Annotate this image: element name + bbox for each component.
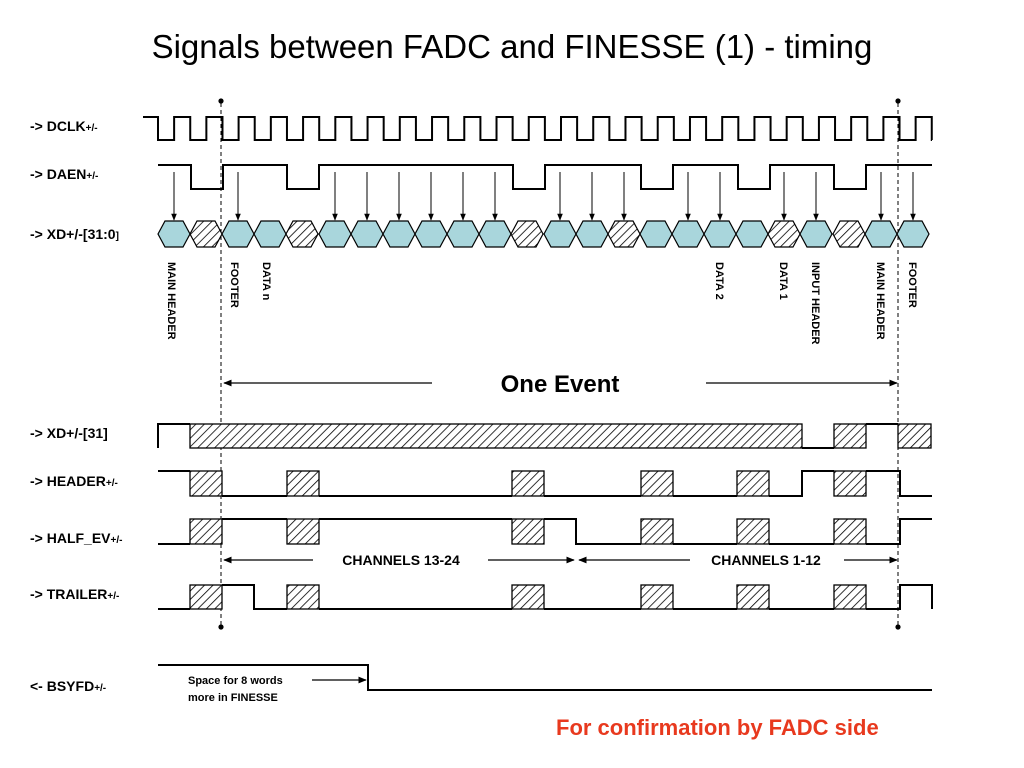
half-ev-pulse xyxy=(640,518,674,545)
header-pulse xyxy=(736,470,770,497)
daen-trace xyxy=(158,164,932,190)
channels-13-24-label: CHANNELS 13-24 xyxy=(342,552,460,568)
trailer-pulse xyxy=(640,584,674,610)
header-trace xyxy=(769,470,834,497)
xd-word xyxy=(221,220,255,248)
header-pulse xyxy=(511,470,545,497)
trailer-pulse xyxy=(511,584,545,610)
half-ev-pulse xyxy=(736,518,770,545)
xd31-data-block xyxy=(189,423,803,449)
word-label-main-header: MAIN HEADER xyxy=(165,262,177,340)
xd-word xyxy=(671,220,705,248)
signal-label-half-ev: -> HALF_EV+/- xyxy=(30,530,123,546)
word-label-footer-2: FOOTER xyxy=(906,262,918,308)
xd-word-invalid xyxy=(285,220,319,248)
half-ev-trace xyxy=(866,518,932,545)
xd-word xyxy=(157,220,191,248)
trailer-pulse xyxy=(286,584,320,610)
xd-word xyxy=(799,220,833,248)
signal-label-dclk: -> DCLK+/- xyxy=(30,118,98,134)
event-boundary-dot xyxy=(895,624,901,630)
half-ev-trace xyxy=(544,518,641,545)
xd-word xyxy=(382,220,416,248)
xd-bus-waveform xyxy=(157,220,930,248)
signal-label-bsyfd: <- BSYFD+/- xyxy=(30,678,107,694)
sample-arrows xyxy=(171,172,916,221)
trailer-trace xyxy=(222,584,287,610)
page-title: Signals between FADC and FINESSE (1) - t… xyxy=(151,28,873,65)
xd-word-invalid xyxy=(189,220,223,248)
half-ev-waveform xyxy=(158,518,932,545)
word-label-input-header: INPUT HEADER xyxy=(809,262,821,345)
trailer-pulse xyxy=(189,584,223,610)
event-boundary-dot xyxy=(895,98,901,104)
xd31-trace xyxy=(157,423,190,448)
channels-1-12-label: CHANNELS 1-12 xyxy=(711,552,821,568)
word-label-main-header-2: MAIN HEADER xyxy=(874,262,886,340)
word-label-data-1: DATA 1 xyxy=(777,262,789,300)
xd-word-invalid xyxy=(510,220,544,248)
signal-label-header: -> HEADER+/- xyxy=(30,473,118,489)
xd31-data-block xyxy=(833,423,867,449)
half-ev-pulse xyxy=(833,518,867,545)
word-label-data-2: DATA 2 xyxy=(713,262,725,300)
word-label-footer: FOOTER xyxy=(228,262,240,308)
xd-word xyxy=(478,220,512,248)
signal-label-daen: -> DAEN+/- xyxy=(30,166,99,182)
header-waveform xyxy=(158,470,932,497)
xd-word xyxy=(896,220,930,248)
dclk-waveform xyxy=(143,116,933,141)
confirmation-note: For confirmation by FADC side xyxy=(556,715,879,740)
xd31-data-block xyxy=(897,423,932,449)
xd-word xyxy=(318,220,352,248)
xd-word xyxy=(253,220,287,248)
xd-word xyxy=(543,220,577,248)
xd-word xyxy=(414,220,448,248)
signal-label-xd: -> XD+/-[31:0] xyxy=(30,226,119,242)
half-ev-pulse xyxy=(286,518,320,545)
half-ev-pulse xyxy=(189,518,223,545)
xd-word-invalid xyxy=(767,220,801,248)
header-pulse xyxy=(640,470,674,497)
header-pulse xyxy=(189,470,223,497)
trailer-pulse xyxy=(736,584,770,610)
word-label-data-n: DATA n xyxy=(260,262,272,301)
header-pulse xyxy=(833,470,867,497)
header-trace xyxy=(866,470,932,497)
event-boundary-dot xyxy=(218,624,224,630)
xd-word-invalid xyxy=(607,220,641,248)
trailer-trace xyxy=(866,584,933,610)
trailer-pulse xyxy=(833,584,867,610)
xd-word xyxy=(864,220,898,248)
xd-word-invalid xyxy=(832,220,866,248)
xd-word xyxy=(639,220,673,248)
one-event-label: One Event xyxy=(501,371,620,398)
event-boundary-dot xyxy=(218,98,224,104)
signal-label-xd31: -> XD+/-[31] xyxy=(30,425,108,441)
signal-label-trailer: -> TRAILER+/- xyxy=(30,586,120,602)
xd31-waveform xyxy=(157,423,932,449)
dclk-trace xyxy=(143,116,933,141)
xd-word xyxy=(350,220,384,248)
bsyfd-note-line2: more in FINESSE xyxy=(188,692,278,704)
xd-word xyxy=(703,220,737,248)
daen-waveform xyxy=(158,164,932,190)
bsyfd-waveform xyxy=(158,664,932,691)
xd-word xyxy=(735,220,769,248)
xd-word xyxy=(575,220,609,248)
half-ev-pulse xyxy=(511,518,545,545)
xd-word xyxy=(446,220,480,248)
bsyfd-note-line1: Space for 8 words xyxy=(188,675,283,687)
trailer-waveform xyxy=(158,584,933,610)
header-pulse xyxy=(286,470,320,497)
